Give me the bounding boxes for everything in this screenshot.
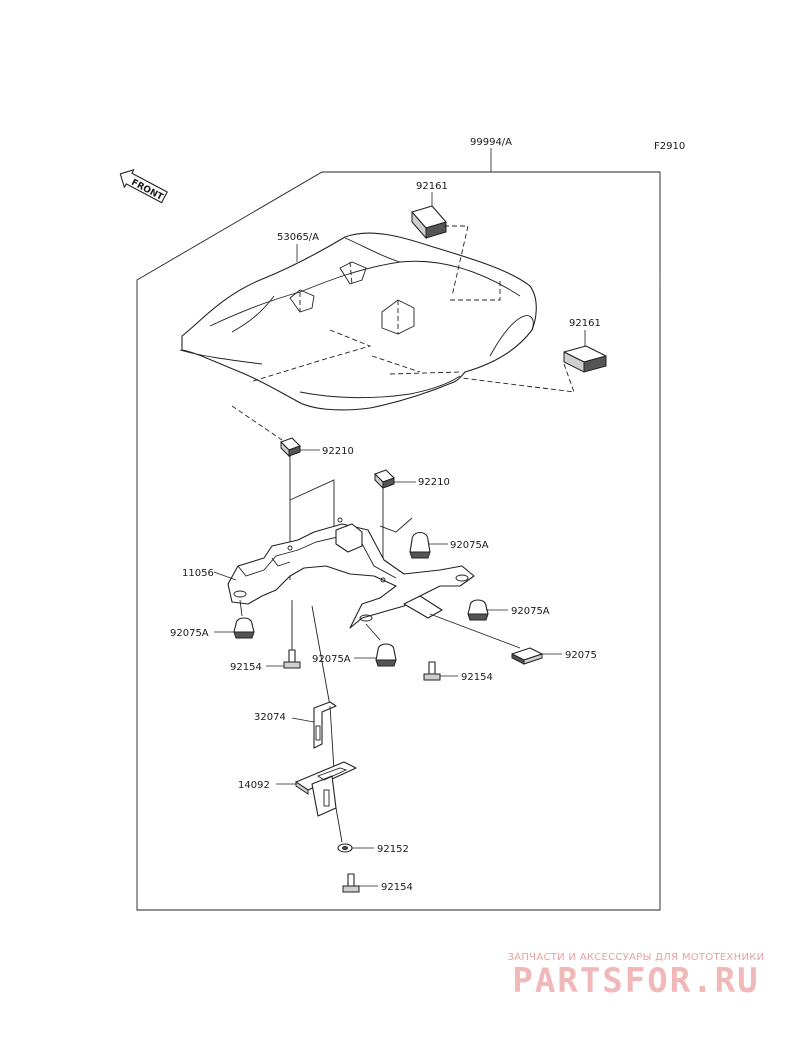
- bolt-left: [283, 649, 301, 669]
- front-arrow-icon: FRONT: [119, 169, 168, 204]
- part-label-92154-bottom: 92154: [381, 882, 413, 893]
- bolt-axis-lines: [291, 600, 331, 707]
- nut-left: [280, 437, 301, 458]
- bolt-center: [423, 661, 441, 681]
- part-label-92152: 92152: [377, 844, 409, 855]
- pad-flat: [511, 647, 543, 665]
- assembly-guide: [289, 479, 335, 548]
- part-label-92075a-left: 92075A: [170, 628, 209, 639]
- pad-flat-guide: [429, 613, 521, 649]
- holder: [295, 761, 357, 817]
- holder-axis: [335, 807, 343, 843]
- pad-upper-dash: [444, 225, 469, 297]
- watermark: ЗАПЧАСТИ И АКСЕССУАРЫ ДЛЯ МОТОТЕХНИКИ PA…: [486, 952, 786, 999]
- seat-cover: [179, 232, 537, 411]
- part-label-14092: 14092: [238, 780, 270, 791]
- part-label-92075a-upper: 92075A: [450, 540, 489, 551]
- part-label-92210-right: 92210: [418, 477, 450, 488]
- part-label-92161-right: 92161: [569, 318, 601, 329]
- bracket: [227, 517, 475, 629]
- kit-frame: [136, 171, 661, 911]
- part-label-92154-center: 92154: [461, 672, 493, 683]
- part-label-92075a-right: 92075A: [511, 606, 550, 617]
- part-label-92075a-center: 92075A: [312, 654, 351, 665]
- watermark-logo: PARTSFOR.RU: [512, 961, 760, 1001]
- stay-leader: [291, 717, 315, 723]
- part-label-92075: 92075: [565, 650, 597, 661]
- damper-left: [233, 617, 255, 639]
- bracket-leader: [213, 571, 237, 581]
- part-label-32074: 32074: [254, 712, 286, 723]
- cover-nut-dash: [231, 405, 283, 441]
- part-label-99994a: 99994/A: [470, 137, 512, 148]
- stay: [313, 701, 337, 749]
- damper-center: [375, 643, 397, 667]
- part-label-92154-left: 92154: [230, 662, 262, 673]
- pad-right: [563, 345, 607, 373]
- bolt-bottom: [342, 873, 360, 893]
- nut-right: [374, 469, 395, 490]
- washer: [337, 843, 353, 853]
- pad-right-dash: [461, 363, 575, 393]
- damper-center-axis: [365, 623, 381, 641]
- part-label-92161-upper: 92161: [416, 181, 448, 192]
- part-label-92210-left: 92210: [322, 446, 354, 457]
- damper-upper-right: [409, 531, 431, 559]
- pad-upper: [411, 205, 447, 240]
- damper-left-axis: [239, 599, 243, 617]
- stay-axis: [329, 705, 335, 771]
- part-label-53065a: 53065/A: [277, 232, 319, 243]
- damper-upper-right-guide: [379, 517, 413, 533]
- damper-right: [467, 599, 489, 621]
- figure-code: F2910: [654, 141, 685, 152]
- part-label-11056: 11056: [182, 568, 214, 579]
- watermark-tagline: ЗАПЧАСТИ И АКСЕССУАРЫ ДЛЯ МОТОТЕХНИКИ: [507, 952, 765, 963]
